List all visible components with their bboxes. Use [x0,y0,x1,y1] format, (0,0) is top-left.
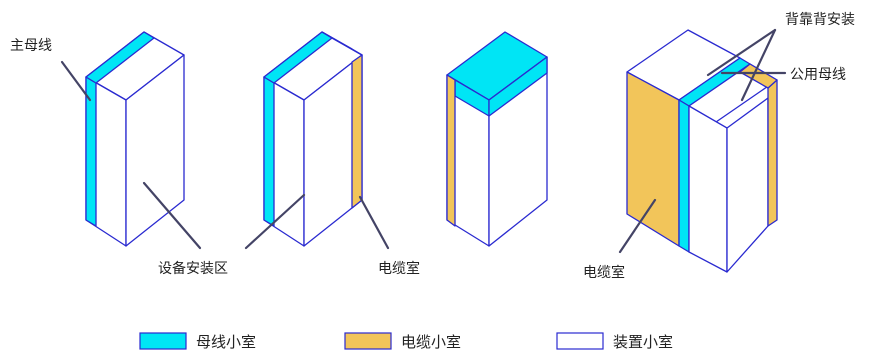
cabinet-3-busbar-band-side [488,56,548,117]
cabinet-2-busbar-front [263,76,275,227]
label-cable-room-2: 电缆室 [583,264,625,281]
legend-label-cable: 电缆小室 [401,333,461,351]
cabinet-4 [626,29,778,273]
cabinet-4-cable-face [626,71,680,247]
leader-back-to-back-1 [706,28,777,77]
legend-label-device: 装置小室 [613,333,673,351]
cabinet-3-cable-strip [446,74,456,227]
leader-back-to-back-2 [740,28,777,102]
label-back-to-back: 背靠背安装 [785,12,855,28]
legend-label-busbar: 母线小室 [196,333,256,351]
leader-device-area-2 [244,193,306,250]
leader-main-busbar [60,60,92,102]
legend-swatch-cable [344,332,392,350]
cabinet-1-busbar-top [85,31,155,84]
label-main-busbar: 主母线 [10,38,52,54]
cabinet-1-busbar-front [85,76,97,227]
legend-swatch-device [556,332,604,350]
cabinet-1 [85,31,185,247]
cabinet-3 [446,31,548,247]
label-device-area: 设备安装区 [158,260,228,277]
label-common-busbar: 公用母线 [790,67,846,83]
leader-cable-room-1 [358,195,390,250]
cabinet-4-front-face [688,105,728,273]
cabinet-4-side-face [726,97,769,273]
label-cable-room-1: 电缆室 [378,260,420,277]
legend-swatch-busbar [139,332,187,350]
leader-lines [60,28,787,254]
cabinet-4-cable-side-top [739,63,778,89]
cabinet-1-side [125,54,185,247]
cabinet-2 [263,31,363,247]
cabinet-4-busbar-face [678,99,690,253]
leader-cable-room-2 [618,198,657,254]
legend: 母线小室 电缆小室 装置小室 [139,332,673,351]
leader-device-area-1 [142,181,202,250]
cabinet-4-cable-side [767,79,778,227]
cabinet-2-cable-side [351,54,363,209]
